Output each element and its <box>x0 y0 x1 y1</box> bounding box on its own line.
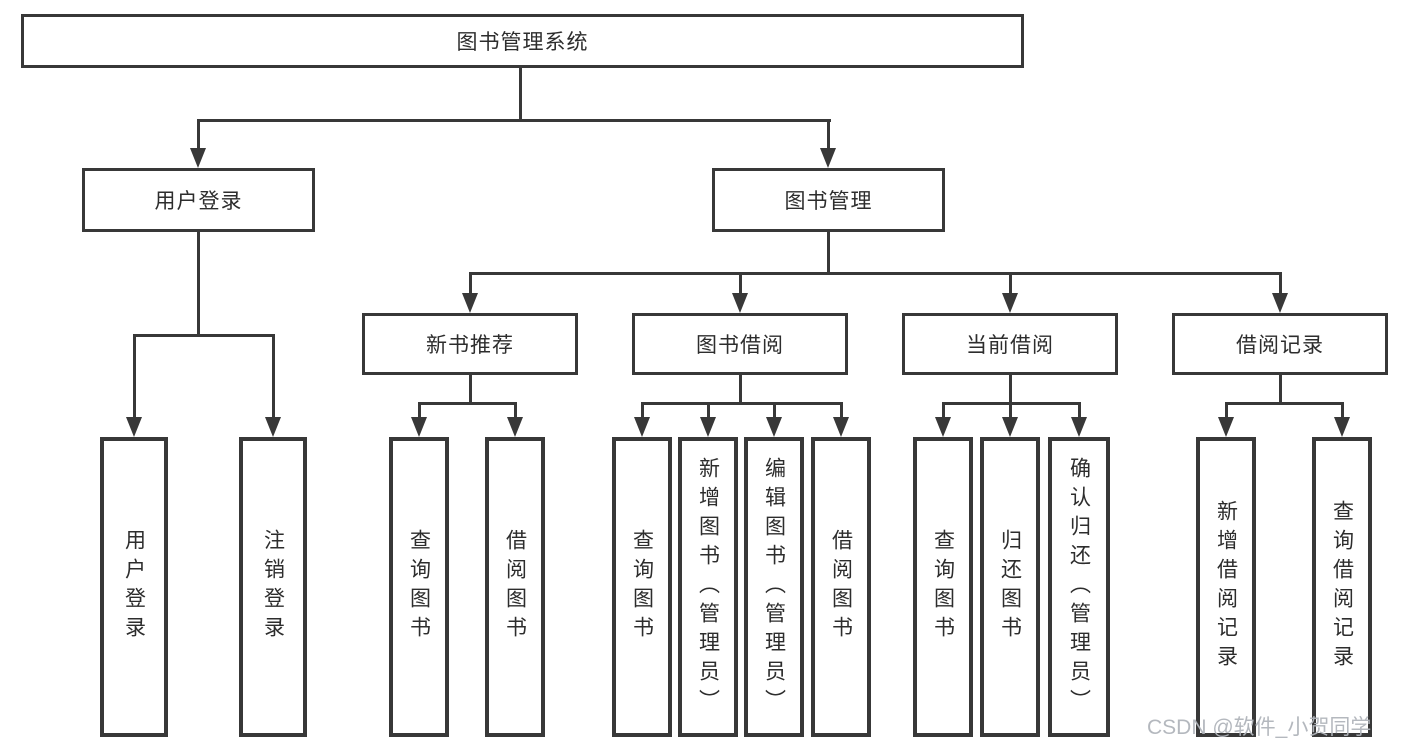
connector-bb-hbar <box>641 402 843 405</box>
node-user-login-label: 用户登录 <box>154 190 243 213</box>
connector-drop-logout-leaf <box>272 334 275 417</box>
arrow-down-icon <box>462 293 478 313</box>
node-edit-books-admin: 编辑图书（管理员） <box>744 437 804 737</box>
node-current-borrowing-label: 当前借阅 <box>966 334 1054 357</box>
connector-br-hbar <box>1225 402 1344 405</box>
connector-drop <box>641 402 644 417</box>
connector-drop <box>1009 402 1012 417</box>
node-logout-action: 注销登录 <box>239 437 307 737</box>
connector-drop <box>514 402 517 417</box>
node-root-label: 图书管理系统 <box>456 31 589 54</box>
node-user-login: 用户登录 <box>82 168 315 232</box>
leaf-label: 注销登录 <box>261 529 285 645</box>
leaf-label: 查询借阅记录 <box>1330 500 1354 674</box>
leaf-label: 新增图书（管理员） <box>696 456 720 718</box>
node-current-borrowing: 当前借阅 <box>902 313 1118 375</box>
leaf-label: 新增借阅记录 <box>1214 500 1238 674</box>
connector-drop <box>418 402 421 417</box>
arrow-down-icon <box>1002 417 1018 437</box>
node-add-borrow-record: 新增借阅记录 <box>1196 437 1256 737</box>
connector-drop <box>840 402 843 417</box>
node-confirm-return-admin: 确认归还（管理员） <box>1048 437 1110 737</box>
connector-drop <box>1078 402 1081 417</box>
connector-bb-stub <box>739 375 742 405</box>
connector-userlogin-stub <box>197 232 200 337</box>
arrow-down-icon <box>190 148 206 168</box>
node-book-management: 图书管理 <box>712 168 945 232</box>
connector-drop <box>942 402 945 417</box>
leaf-label: 查询图书 <box>931 529 955 645</box>
connector-drop <box>1341 402 1344 417</box>
node-book-management-label: 图书管理 <box>784 190 873 213</box>
node-query-books-current: 查询图书 <box>913 437 973 737</box>
leaf-label: 查询图书 <box>630 529 654 645</box>
leaf-label: 借阅图书 <box>503 529 527 645</box>
connector-cb-stub <box>1009 375 1012 405</box>
leaf-label: 查询图书 <box>407 529 431 645</box>
arrow-down-icon <box>935 417 951 437</box>
node-query-books-recommend: 查询图书 <box>389 437 449 737</box>
node-book-borrowing-label: 图书借阅 <box>696 334 784 357</box>
node-borrowing-records: 借阅记录 <box>1172 313 1388 375</box>
arrow-down-icon <box>507 417 523 437</box>
arrow-down-icon <box>634 417 650 437</box>
watermark: CSDN @软件_小贺同学 <box>1147 716 1372 739</box>
connector-drop-new-book <box>469 272 472 293</box>
connector-drop <box>1225 402 1228 417</box>
arrow-down-icon <box>766 417 782 437</box>
node-query-borrow-record: 查询借阅记录 <box>1312 437 1372 737</box>
connector-drop-current-borrow <box>1009 272 1012 293</box>
leaf-label: 用户登录 <box>122 529 146 645</box>
arrow-down-icon <box>1272 293 1288 313</box>
connector-drop-book-management <box>827 119 830 148</box>
node-root: 图书管理系统 <box>21 14 1024 68</box>
connector-br-stub <box>1279 375 1282 405</box>
connector-userlogin-hbar <box>133 334 275 337</box>
node-borrowing-records-label: 借阅记录 <box>1236 334 1324 357</box>
connector-drop <box>707 402 710 417</box>
connector-drop-borrow-records <box>1279 272 1282 293</box>
node-borrow-books-recommend: 借阅图书 <box>485 437 545 737</box>
arrow-down-icon <box>1334 417 1350 437</box>
connector-bookmgmt-hbar <box>469 272 1282 275</box>
arrow-down-icon <box>126 417 142 437</box>
leaf-label: 借阅图书 <box>829 529 853 645</box>
node-new-book-recommend-label: 新书推荐 <box>426 334 514 357</box>
connector-bookmgmt-stub <box>827 232 830 275</box>
connector-drop-user-login <box>197 119 200 148</box>
node-return-books: 归还图书 <box>980 437 1040 737</box>
arrow-down-icon <box>700 417 716 437</box>
arrow-down-icon <box>820 148 836 168</box>
connector-nbr-hbar <box>418 402 517 405</box>
node-user-login-action: 用户登录 <box>100 437 168 737</box>
arrow-down-icon <box>1218 417 1234 437</box>
arrow-down-icon <box>411 417 427 437</box>
node-book-borrowing: 图书借阅 <box>632 313 848 375</box>
node-query-books-borrowing: 查询图书 <box>612 437 672 737</box>
node-add-books-admin: 新增图书（管理员） <box>678 437 738 737</box>
connector-drop <box>773 402 776 417</box>
node-borrow-books-borrowing: 借阅图书 <box>811 437 871 737</box>
arrow-down-icon <box>732 293 748 313</box>
leaf-label: 确认归还（管理员） <box>1067 456 1091 718</box>
connector-root-hbar <box>197 119 831 122</box>
arrow-down-icon <box>833 417 849 437</box>
connector-nbr-stub <box>469 375 472 405</box>
connector-root-stub <box>519 68 522 120</box>
connector-drop-login-leaf <box>133 334 136 417</box>
leaf-label: 归还图书 <box>998 529 1022 645</box>
leaf-label: 编辑图书（管理员） <box>762 456 786 718</box>
arrow-down-icon <box>265 417 281 437</box>
arrow-down-icon <box>1002 293 1018 313</box>
node-new-book-recommend: 新书推荐 <box>362 313 578 375</box>
connector-drop-book-borrow <box>739 272 742 293</box>
arrow-down-icon <box>1071 417 1087 437</box>
